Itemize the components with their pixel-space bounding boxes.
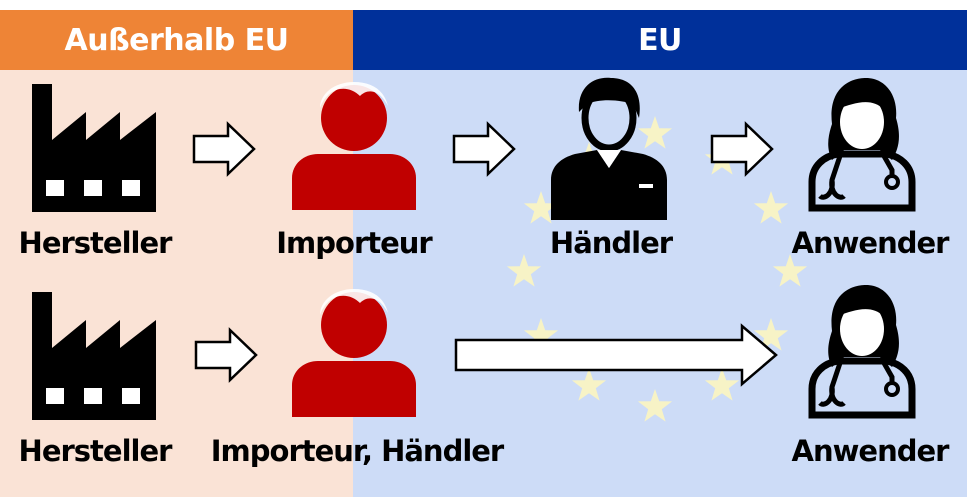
outside-eu-header-label: Außerhalb EU	[64, 22, 289, 58]
arrow-right-icon	[192, 121, 256, 177]
eu-star	[704, 368, 740, 401]
eu-star	[637, 389, 673, 422]
eu-star	[506, 254, 542, 287]
person-icon	[292, 289, 416, 417]
businessman-icon	[551, 77, 667, 220]
user-label: Anwender	[791, 434, 950, 468]
manufacturer-label: Hersteller	[18, 226, 173, 260]
doctor-icon	[808, 78, 916, 212]
arrow-right-icon	[454, 323, 778, 387]
importer-label: Importeur	[276, 226, 432, 260]
arrow-right-icon	[710, 121, 774, 177]
factory-icon	[32, 292, 156, 420]
user-label: Anwender	[791, 226, 950, 260]
arrow-right-icon	[194, 327, 258, 383]
person-icon	[292, 82, 416, 210]
manufacturer-label: Hersteller	[18, 434, 173, 468]
eu-star	[571, 368, 607, 401]
arrow-right-icon	[452, 121, 516, 177]
outside-eu-header: Außerhalb EU	[0, 10, 353, 70]
doctor-icon	[808, 285, 916, 419]
eu-star	[637, 116, 673, 149]
distributor-label: Händler	[549, 226, 673, 260]
eu-header-label: EU	[638, 22, 682, 58]
factory-icon	[32, 84, 156, 212]
eu-header: EU	[353, 10, 967, 70]
eu-star	[753, 191, 789, 224]
importer-distributor-label: Importeur, Händler	[210, 434, 504, 468]
